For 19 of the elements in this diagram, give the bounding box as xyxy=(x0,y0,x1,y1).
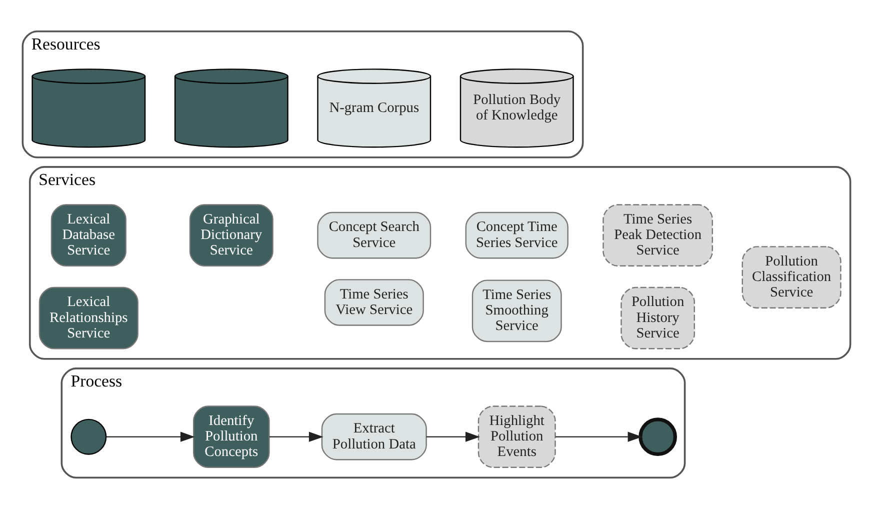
node-box: Time Series View Service xyxy=(324,279,424,326)
arrow xyxy=(269,432,324,442)
node-circle xyxy=(638,418,677,456)
node-box: Extract Pollution Data xyxy=(321,413,427,460)
arrow xyxy=(106,432,195,442)
arrow xyxy=(426,432,480,442)
node-box: Time Series Peak Detection Service xyxy=(602,204,713,266)
node-box: Concept Search Service xyxy=(317,212,432,259)
node-box: Lexical Relationships Service xyxy=(38,286,138,350)
node-box: Concept Time Series Service xyxy=(465,212,568,259)
arrow xyxy=(556,432,642,442)
node-box: Time Series Smoothing Service xyxy=(472,280,562,342)
node-box: Lexical Database Service xyxy=(50,204,126,266)
node-box: Pollution History Service xyxy=(620,286,695,350)
node-box: Highlight Pollution Events xyxy=(478,406,556,468)
node-circle xyxy=(70,418,107,455)
node-box: Graphical Dictionary Service xyxy=(189,204,274,266)
node-box: Pollution Classification Service xyxy=(742,246,842,308)
node-box: Identify Pollution Concepts xyxy=(193,406,270,468)
